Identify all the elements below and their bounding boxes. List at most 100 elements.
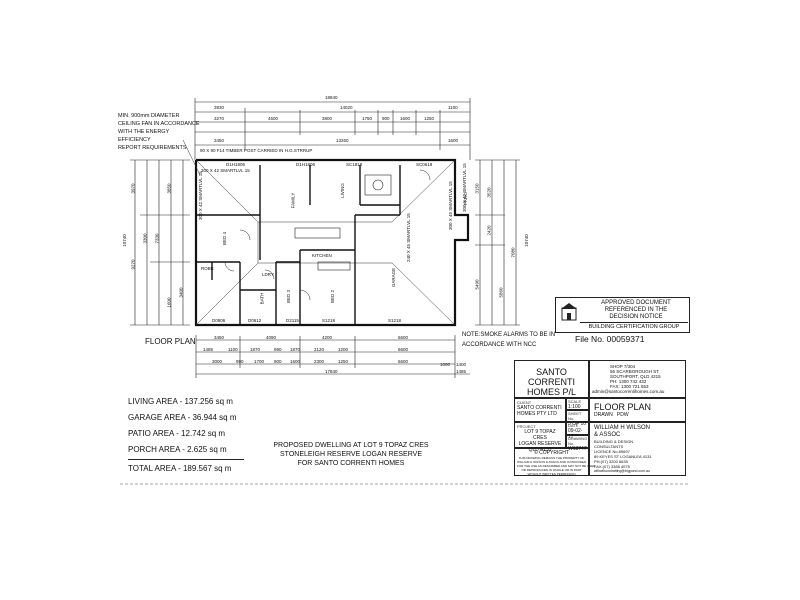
exterior-walls — [194, 158, 470, 327]
bottom-dim-row2: 1870 — [250, 347, 261, 352]
client-name: HOMES PTY LTD — [517, 411, 557, 417]
top-dim-row3: 13260 — [336, 138, 349, 143]
room-label-family: FAMILY — [290, 192, 296, 209]
copyright-line: WILLIAM H WILSON & ASSOC AND IS PROVIDED — [517, 460, 587, 464]
left-dim: 9270 — [130, 259, 136, 270]
proposal-line: STONELEIGH RESERVE LOGAN RESERVE — [280, 451, 422, 458]
bottom-dim-row1: 4090 — [266, 335, 277, 340]
scale-value: 1:100 — [568, 404, 581, 410]
bottom-end-dim: 1000 — [440, 362, 451, 367]
title-block: SANTO CORRENTI HOMES P/L SHOP 7/304 56 S… — [514, 360, 686, 476]
left-dim: 3400 — [178, 287, 184, 298]
approval-stamp-line: REFERENCED IN THE — [604, 307, 668, 313]
top-dim-row1: 14020 — [340, 105, 353, 110]
left-dimension-lines — [130, 159, 190, 326]
copyright-line: WITHOUT WRITTEN PERMISSION — [527, 472, 576, 476]
bottom-dim-row2: 1200 — [338, 347, 349, 352]
window-code: D1H1806 — [296, 162, 316, 167]
proposal-text: PROPOSED DWELLING AT LOT 9 TOPAZ CRES ST… — [256, 441, 446, 468]
drawing-title-cell: FLOOR PLAN DRAWN PDW — [589, 398, 686, 422]
room-label-garage: GARAGE — [391, 267, 397, 288]
project-line: LOGAN RESERVE — [518, 441, 562, 447]
kitchen-bench — [294, 174, 392, 271]
top-dimension-lines — [194, 98, 471, 160]
right-dim: 5490 — [474, 279, 480, 290]
door-swings — [224, 169, 431, 301]
bottom-dim-row1: 6600 — [398, 335, 409, 340]
area-summary: LIVING AREA - 137.256 sq m GARAGE AREA -… — [128, 394, 244, 477]
project-line: QLD 4133 — [528, 447, 552, 453]
area-living: LIVING AREA - 137.256 sq m — [128, 397, 233, 406]
company-address-line: SHOP 7/304 — [610, 364, 636, 369]
copyright-line: FOR THE USE AS DESCRIBED AND MAY NOT BE … — [517, 464, 596, 468]
company-address-line: FAX: 1300 721 653 — [610, 384, 649, 389]
consultant-line: CONSULTANTS — [594, 444, 624, 449]
scale-cell: SCALE 1:100 — [566, 398, 589, 410]
top-dim-row1: 1100 — [448, 105, 458, 110]
room-label-bed3: BED 3 — [286, 289, 292, 304]
bottom-dim-row2: 1485 — [203, 347, 214, 352]
client-cell: CLIENT SANTO CORRENTI HOMES PTY LTD — [514, 398, 566, 422]
consultant-line: PH:(07) 3200 6635 — [594, 459, 628, 464]
client-name: SANTO CORRENTI — [517, 405, 562, 411]
ceiling-fan-note-line: REPORT REQUIREMENTS — [118, 145, 187, 151]
lintel-note: 300 X 42 SMARTLVL 15 — [201, 168, 250, 173]
room-label-ldry: LDRY — [262, 272, 274, 277]
consultant-name: WILLIAM H WILSON — [594, 425, 651, 431]
sheet-cell: SHEET No. 5 OF 10 — [566, 410, 589, 427]
top-dim-row2: 3270 — [214, 116, 225, 121]
company-name-line: HOMES P/L — [526, 387, 576, 397]
drawn-value: PDW — [616, 412, 629, 418]
drawn-by: DRAWN PDW — [594, 412, 681, 419]
file-number: File No. 00059371 — [575, 334, 645, 344]
consultant-name: & ASSOC — [594, 432, 621, 438]
left-dim: 3300 — [142, 233, 148, 244]
proposal-line: PROPOSED DWELLING AT LOT 9 TOPAZ CRES — [273, 442, 429, 449]
area-patio: PATIO AREA - 12.742 sq m — [128, 429, 226, 438]
company-address-line: SOUTHPORT, QLD 4215 — [610, 374, 661, 379]
company-address-line: 56 SCARBOROUGH ST — [610, 369, 660, 374]
window-code: S1218 — [322, 318, 336, 323]
drawing-no-value: W13747 — [568, 446, 587, 452]
bottom-dim-row3: 1700 — [254, 359, 265, 364]
drawing-no-cell: DRAWING No. W13747 — [566, 435, 589, 452]
left-dim: 10740 — [121, 234, 127, 247]
window-code: D0806 — [212, 318, 226, 323]
right-dim: 10740 — [523, 234, 529, 247]
bottom-dim-row1: 4200 — [322, 335, 333, 340]
ceiling-fan-note-line: MIN. 900mm DIAMETER — [118, 113, 180, 119]
bottom-end-dim: 1485 — [456, 369, 467, 374]
bottom-dim-row3: 900 — [274, 359, 282, 364]
top-dim-row3: 3450 — [214, 138, 225, 143]
window-code: D0612 — [248, 318, 262, 323]
top-dim-row2: 1250 — [424, 116, 435, 121]
top-dim-row2: 1750 — [362, 116, 373, 121]
right-dim: 2420 — [486, 225, 492, 236]
right-dim: 3520 — [486, 187, 492, 198]
left-dim: 1600 — [166, 297, 172, 308]
company-name-line: SANTO — [536, 367, 567, 377]
area-porch: PORCH AREA - 2.625 sq m — [128, 445, 227, 454]
company-address-line: PH: 1300 742 432 — [610, 379, 647, 384]
copyright-title: © COPYRIGHT — [534, 450, 569, 456]
overall-width-dim: 18840 — [325, 95, 338, 100]
area-garage: GARAGE AREA - 36.944 sq m — [128, 413, 237, 422]
ceiling-fan-note-line: WITH THE ENERGY EFFICIENCY — [118, 129, 170, 143]
date-label: DATE — [568, 423, 579, 428]
project-line: LOT 9 TOPAZ CRES — [524, 429, 556, 441]
bottom-dim-row1: 3450 — [214, 335, 225, 340]
company-name: SANTO CORRENTI HOMES P/L — [514, 360, 589, 398]
area-total-rule — [128, 459, 244, 460]
copyright-line: OR REPRODUCED IN WHOLE OR IN PART — [521, 468, 582, 472]
top-dim-row1: 3830 — [214, 105, 225, 110]
client-label: CLIENT — [517, 400, 532, 405]
bottom-dim-row2: 1870 — [290, 347, 301, 352]
scale-label: SCALE — [568, 399, 582, 404]
smoke-alarm-note-line: ACCORDANCE WITH NCC — [462, 342, 537, 348]
interior-walls — [196, 165, 401, 325]
consultant-cell: WILLIAM H WILSON & ASSOC BUILDING & DESI… — [589, 422, 686, 476]
area-total: TOTAL AREA - 189.567 sq m — [128, 464, 232, 473]
room-label-living: LIVING — [339, 183, 345, 198]
certification-logo-icon — [561, 303, 577, 321]
